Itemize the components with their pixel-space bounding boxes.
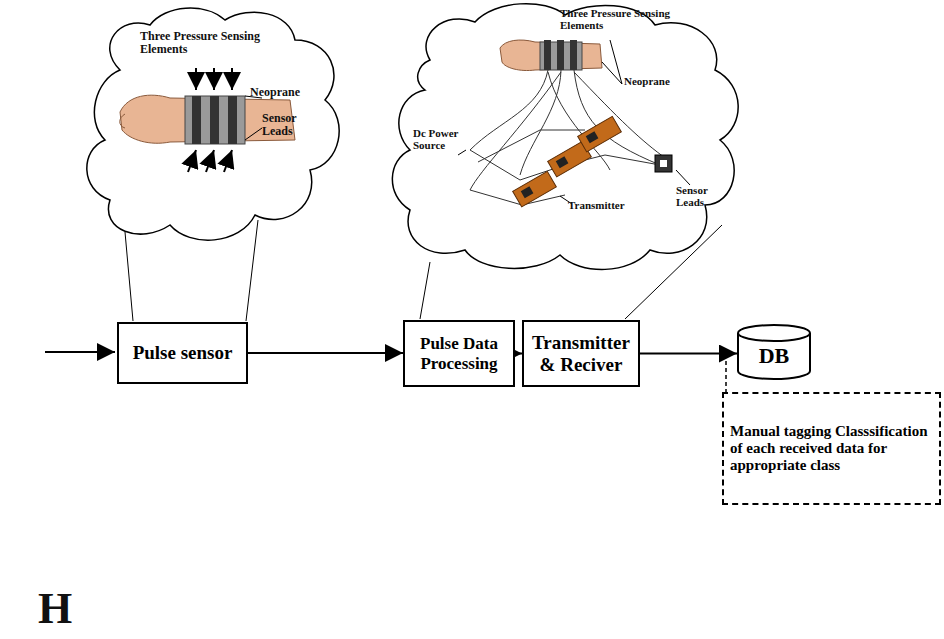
node-text: Pulse sensor <box>133 342 233 363</box>
leader-line <box>125 220 722 321</box>
part-label: Three Pressure Sensing Elements <box>140 30 260 55</box>
process-box: Pulse sensor <box>117 322 248 384</box>
part-label: Dc Power Source <box>413 128 465 151</box>
flow-arrow <box>515 353 522 355</box>
database-cylinder: DB <box>737 324 811 380</box>
part-label: Sensor Leads <box>262 112 322 137</box>
cloud <box>87 8 339 240</box>
note-box: Manual tagging Classsification of each r… <box>722 392 941 505</box>
part-label: Neoprane <box>250 86 330 99</box>
flow-arrow <box>248 352 403 354</box>
input-arrow <box>45 351 115 353</box>
node-text: Transmitter & Reciver <box>529 332 633 375</box>
node-text: Pulse Data Processing <box>410 334 508 372</box>
part-label: Three Pressure Sensing Elements <box>560 8 670 31</box>
part-label: Transmitter <box>568 200 648 212</box>
flow-arrow <box>640 353 737 355</box>
transmitter-figure <box>458 40 690 207</box>
part-label: Sensor Leads <box>676 185 722 208</box>
process-box: Pulse Data Processing <box>403 320 515 387</box>
figure-letter: H <box>38 586 98 632</box>
node-text: Manual tagging Classsification of each r… <box>730 423 933 473</box>
part-label: Neoprane <box>624 76 704 88</box>
cloud <box>392 4 738 270</box>
process-box: Transmitter & Reciver <box>522 320 640 387</box>
dashed-leader <box>725 354 727 392</box>
node-text: DB <box>759 344 790 369</box>
